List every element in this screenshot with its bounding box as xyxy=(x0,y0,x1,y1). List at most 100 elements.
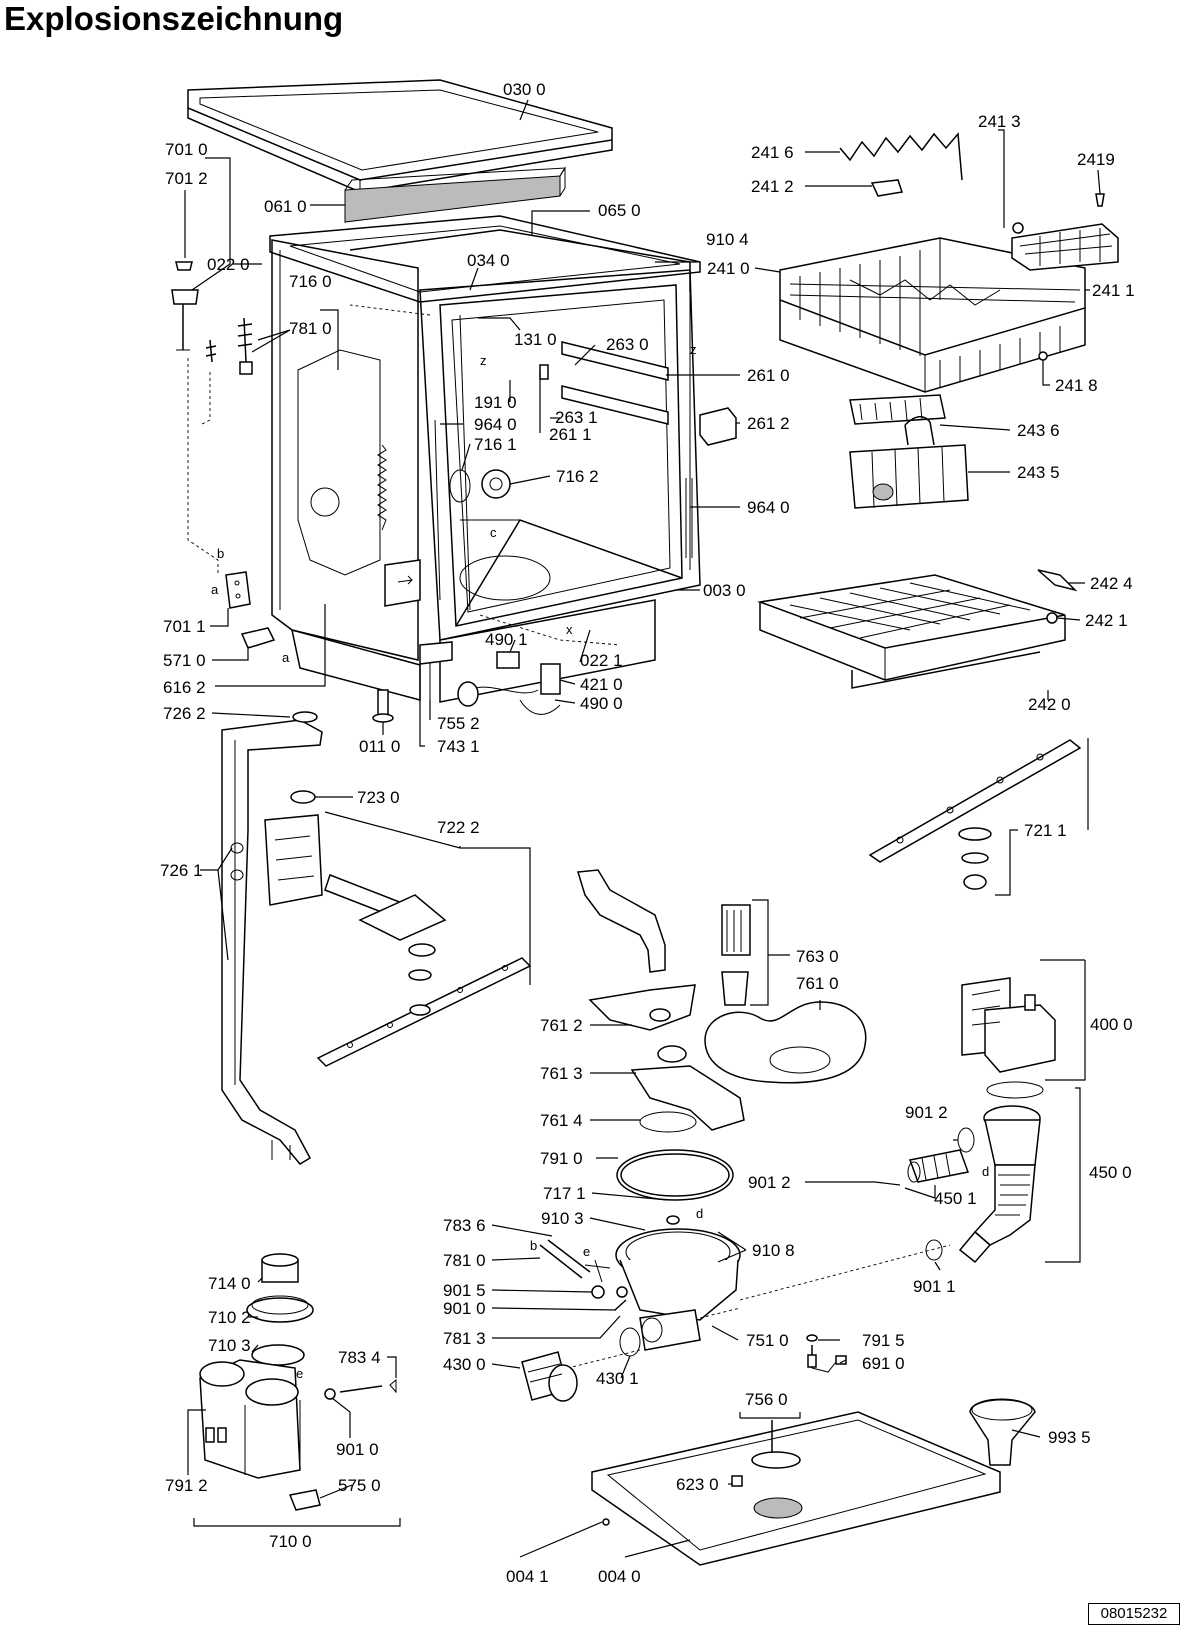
label-7010: 701 0 xyxy=(165,140,208,159)
label-0041: 004 1 xyxy=(506,1567,549,1586)
label-0110: 011 0 xyxy=(359,737,400,756)
label-7610: 761 0 xyxy=(796,974,839,993)
upper-basket-drawing xyxy=(779,237,1086,393)
document-number: 08015232 xyxy=(1088,1603,1180,1625)
pump-sump-drawing xyxy=(559,1215,951,1371)
label-5750: 575 0 xyxy=(338,1476,381,1495)
base-pan-drawing xyxy=(591,1411,1001,1566)
label-7011: 701 1 xyxy=(163,617,206,636)
label-7630: 763 0 xyxy=(796,947,839,966)
label-2412: 241 2 xyxy=(751,177,794,196)
reference-letters: b a a c z z x d d b e e xyxy=(211,342,989,1381)
label-7552: 755 2 xyxy=(437,714,480,733)
hose-assembly-drawing xyxy=(907,1105,1041,1264)
label-4900: 490 0 xyxy=(580,694,623,713)
letter-e-2: e xyxy=(296,1366,303,1381)
label-7160: 716 0 xyxy=(289,272,332,291)
label-9108: 910 8 xyxy=(752,1241,795,1260)
label-2413: 241 3 xyxy=(978,112,1021,131)
letter-b-2: b xyxy=(530,1238,537,1253)
label-9011: 901 1 xyxy=(913,1277,956,1296)
label-7102: 710 2 xyxy=(208,1308,251,1327)
wheel-2421-drawing xyxy=(1046,612,1058,624)
label-7230: 723 0 xyxy=(357,788,400,807)
label-7915: 791 5 xyxy=(862,1331,905,1350)
label-9103: 910 3 xyxy=(541,1209,584,1228)
label-2418: 241 8 xyxy=(1055,376,1098,395)
label-2611: 261 1 xyxy=(549,425,592,444)
label-2411: 241 1 xyxy=(1092,281,1135,300)
left-small-parts-drawing xyxy=(171,261,394,723)
label-7912: 791 2 xyxy=(165,1476,208,1495)
letter-d-2: d xyxy=(982,1164,989,1179)
label-0650: 065 0 xyxy=(598,201,641,220)
seal-ring-drawing xyxy=(616,1149,734,1201)
label-2421: 242 1 xyxy=(1085,611,1128,630)
label-7910: 791 0 xyxy=(540,1149,583,1168)
label-9104: 910 4 xyxy=(706,230,749,249)
label-9010a: 901 0 xyxy=(443,1299,486,1318)
label-1910: 191 0 xyxy=(474,393,517,412)
label-0610: 061 0 xyxy=(264,197,307,216)
cutlery-basket-drawing xyxy=(849,394,969,509)
label-9935: 993 5 xyxy=(1048,1428,1091,1447)
cabinet-drawing xyxy=(269,215,701,703)
sump-parts-drawing xyxy=(577,869,867,1133)
label-2435: 243 5 xyxy=(1017,463,1060,482)
label-2630: 263 0 xyxy=(606,335,649,354)
label-9012b: 901 2 xyxy=(748,1173,791,1192)
label-7012: 701 2 xyxy=(165,169,208,188)
label-7261: 726 1 xyxy=(160,861,203,880)
label-4901: 490 1 xyxy=(485,630,528,649)
leader-lines xyxy=(184,99,1101,1558)
label-0340: 034 0 xyxy=(467,251,510,270)
label-7813: 781 3 xyxy=(443,1329,486,1348)
heater-housing-drawing xyxy=(961,977,1056,1099)
label-9015: 901 5 xyxy=(443,1281,486,1300)
label-2416: 241 6 xyxy=(751,143,794,162)
label-2610: 261 0 xyxy=(747,366,790,385)
label-4500: 450 0 xyxy=(1089,1163,1132,1182)
label-7222: 722 2 xyxy=(437,818,480,837)
sensor-parts-drawing xyxy=(806,1334,847,1373)
lower-basket-drawing xyxy=(757,574,1066,689)
clip-2412-drawing xyxy=(870,179,903,197)
rail-2416-drawing xyxy=(839,132,963,181)
letter-a: a xyxy=(211,582,219,597)
clip-2424-drawing xyxy=(1037,569,1078,592)
label-0300: 030 0 xyxy=(503,80,546,99)
label-9010b: 901 0 xyxy=(336,1440,379,1459)
label-7834: 783 4 xyxy=(338,1348,381,1367)
label-6230: 623 0 xyxy=(676,1475,719,1494)
label-1310: 131 0 xyxy=(514,330,557,349)
insulation-strip-drawing xyxy=(344,166,566,223)
letter-b: b xyxy=(217,546,224,561)
label-7510: 751 0 xyxy=(746,1331,789,1350)
label-7431: 743 1 xyxy=(437,737,480,756)
label-2420: 242 0 xyxy=(1028,695,1071,714)
label-4301: 430 1 xyxy=(596,1369,639,1388)
letter-c: c xyxy=(490,525,497,540)
label-7262: 726 2 xyxy=(163,704,206,723)
label-4300: 430 0 xyxy=(443,1355,486,1374)
motor-drawing xyxy=(521,1327,641,1402)
label-2612: 261 2 xyxy=(747,414,790,433)
letter-x: x xyxy=(566,622,573,637)
upper-spray-arm-drawing xyxy=(868,739,1082,890)
water-softener-drawing xyxy=(199,1253,397,1511)
label-7171: 717 1 xyxy=(543,1184,586,1203)
label-5710: 571 0 xyxy=(163,651,206,670)
cable-parts-drawing xyxy=(419,641,561,715)
label-9640b: 964 0 xyxy=(747,498,790,517)
water-pipe-drawing xyxy=(221,711,323,1165)
label-7100: 710 0 xyxy=(269,1532,312,1551)
bracket-2612-drawing xyxy=(699,407,737,446)
label-7836: 783 6 xyxy=(443,1216,486,1235)
label-7161: 716 1 xyxy=(474,435,517,454)
letter-a-2: a xyxy=(282,650,290,665)
label-2631: 263 1 xyxy=(555,408,598,427)
letter-z: z xyxy=(480,353,487,368)
label-2436: 243 6 xyxy=(1017,421,1060,440)
label-7560: 756 0 xyxy=(745,1390,788,1409)
